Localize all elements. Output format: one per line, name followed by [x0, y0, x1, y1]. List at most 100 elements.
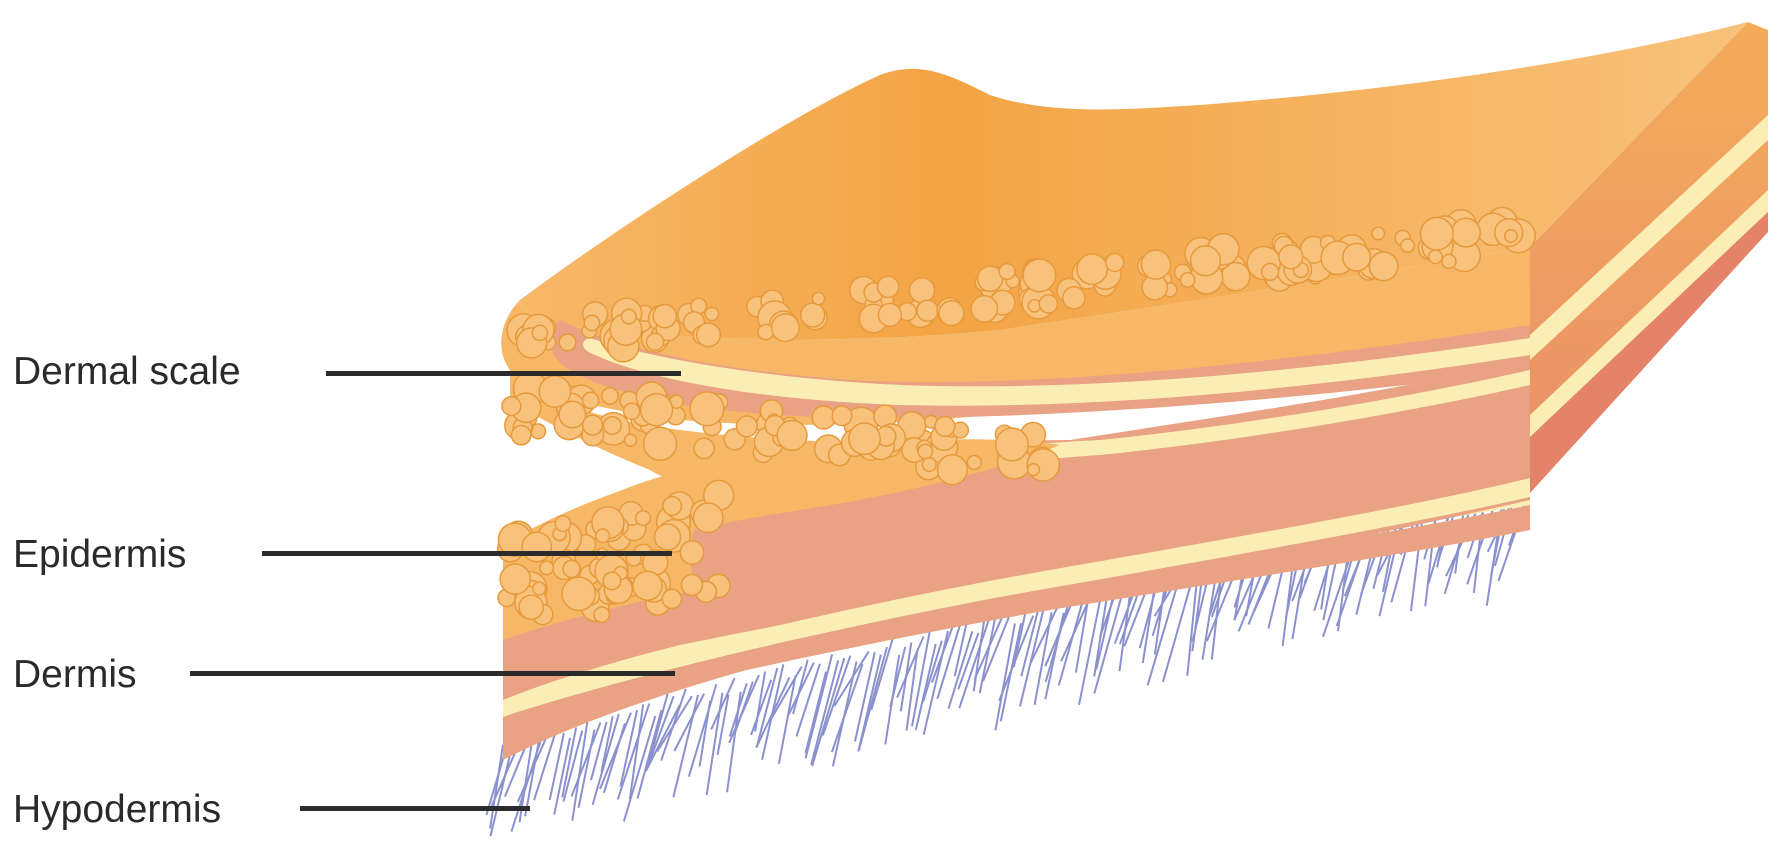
- epidermis-cell: [1028, 464, 1040, 476]
- epidermis-cell: [690, 392, 724, 426]
- epidermis-cell: [681, 575, 702, 596]
- epidermis-cell: [641, 394, 673, 426]
- epidermis-cell: [705, 307, 718, 320]
- epidermis-cell: [1262, 264, 1279, 281]
- epidermis-cell: [594, 607, 609, 622]
- epidermis-cell: [519, 595, 543, 619]
- epidermis-cell: [694, 438, 714, 458]
- epidermis-cell: [1505, 230, 1517, 242]
- epidermis-cell: [555, 516, 571, 532]
- epidermis-cell: [603, 572, 621, 590]
- epidermis-cell: [922, 458, 936, 472]
- leader-dermis: [190, 671, 675, 676]
- epidermis-cell: [1141, 250, 1170, 279]
- epidermis-cell: [777, 421, 807, 451]
- epidermis-cell: [697, 323, 721, 347]
- epidermis-cell: [1442, 254, 1456, 268]
- epidermis-cell: [1039, 295, 1057, 313]
- leader-hypodermis: [300, 806, 530, 811]
- epidermis-cell: [533, 582, 546, 595]
- hair-fiber: [832, 664, 863, 752]
- hair-fiber: [779, 675, 796, 763]
- epidermis-cell: [967, 456, 981, 470]
- epidermis-cell: [633, 571, 662, 600]
- label-dermal-scale: Dermal scale: [13, 352, 241, 391]
- epidermis-cell: [1372, 227, 1385, 240]
- epidermis-cell: [917, 300, 938, 321]
- epidermis-cell: [604, 417, 622, 435]
- epidermis-cell: [647, 333, 664, 350]
- leader-epidermis: [262, 551, 672, 556]
- epidermis-cell: [1401, 239, 1414, 252]
- hair-fiber: [1076, 600, 1088, 673]
- epidermis-cell: [532, 325, 547, 340]
- epidermis-cell: [522, 532, 551, 561]
- hair-fiber: [554, 738, 570, 815]
- epidermis-cell: [999, 264, 1015, 280]
- epidermis-cell: [624, 403, 640, 419]
- leader-dermal-scale: [326, 371, 681, 376]
- epidermis-cell: [971, 296, 997, 322]
- epidermis-cell: [502, 397, 521, 416]
- epidermis-cell: [801, 303, 825, 327]
- epidermis-cell: [1077, 254, 1107, 284]
- epidermis-cell: [812, 293, 824, 305]
- epidermis-cell: [1063, 287, 1085, 309]
- epidermis-cell: [1279, 245, 1303, 269]
- epidermis-cell: [878, 276, 899, 297]
- epidermis-cell: [935, 417, 955, 437]
- label-epidermis: Epidermis: [13, 535, 186, 574]
- hair-fiber: [1046, 599, 1070, 682]
- epidermis-cell: [653, 305, 676, 328]
- epidermis-cell: [832, 406, 852, 426]
- epidermis-cell: [562, 577, 595, 610]
- epidermis-cell: [996, 428, 1029, 461]
- epidermis-cell: [584, 315, 599, 330]
- hair-fiber: [805, 672, 826, 754]
- epidermis-cell: [1452, 218, 1481, 247]
- label-hypodermis: Hypodermis: [13, 790, 221, 829]
- epidermis-cell: [655, 524, 681, 550]
- epidermis-cell: [680, 541, 703, 564]
- epidermis-cell: [1369, 252, 1398, 281]
- epidermis-cell: [1421, 217, 1454, 250]
- epidermis-cell: [910, 278, 935, 303]
- epidermis-cell: [1180, 273, 1194, 287]
- epidermis-cell: [622, 309, 637, 324]
- epidermis-cell: [596, 529, 610, 543]
- hair-fiber: [995, 624, 1015, 731]
- epidermis-cell: [625, 434, 637, 446]
- epidermis-cell: [1023, 259, 1056, 292]
- epidermis-cell: [583, 415, 603, 435]
- epidermis-cell: [878, 303, 901, 326]
- epidermis-cell: [644, 427, 677, 460]
- epidermis-cell: [736, 416, 757, 437]
- epidermis-cell: [1429, 250, 1443, 264]
- hair-fiber: [729, 675, 759, 743]
- epidermis-cell: [849, 423, 880, 454]
- epidermis-cell: [500, 564, 530, 594]
- epidermis-cell: [1343, 243, 1371, 271]
- epidermis-cell: [662, 589, 681, 608]
- epidermis-cell: [1191, 246, 1221, 276]
- epidermis-cell: [583, 392, 599, 408]
- epidermis-cell: [939, 301, 964, 326]
- epidermis-cell: [540, 561, 554, 575]
- epidermis-cell: [918, 444, 932, 458]
- epidermis-cell: [559, 401, 586, 428]
- hair-fiber: [948, 631, 972, 708]
- epidermis-cell: [938, 455, 968, 485]
- epidermis-cell: [663, 497, 682, 516]
- epidermis-cell: [563, 560, 580, 577]
- epidermis-cell: [559, 334, 576, 351]
- epidermis-cell: [694, 503, 723, 532]
- label-dermis: Dermis: [13, 655, 137, 694]
- hair-fiber: [1094, 600, 1106, 676]
- epidermis-cell: [512, 426, 531, 445]
- epidermis-cell: [602, 388, 618, 404]
- epidermis-cell: [1106, 254, 1124, 272]
- epidermis-cell: [636, 511, 651, 526]
- hair-fiber: [871, 638, 893, 710]
